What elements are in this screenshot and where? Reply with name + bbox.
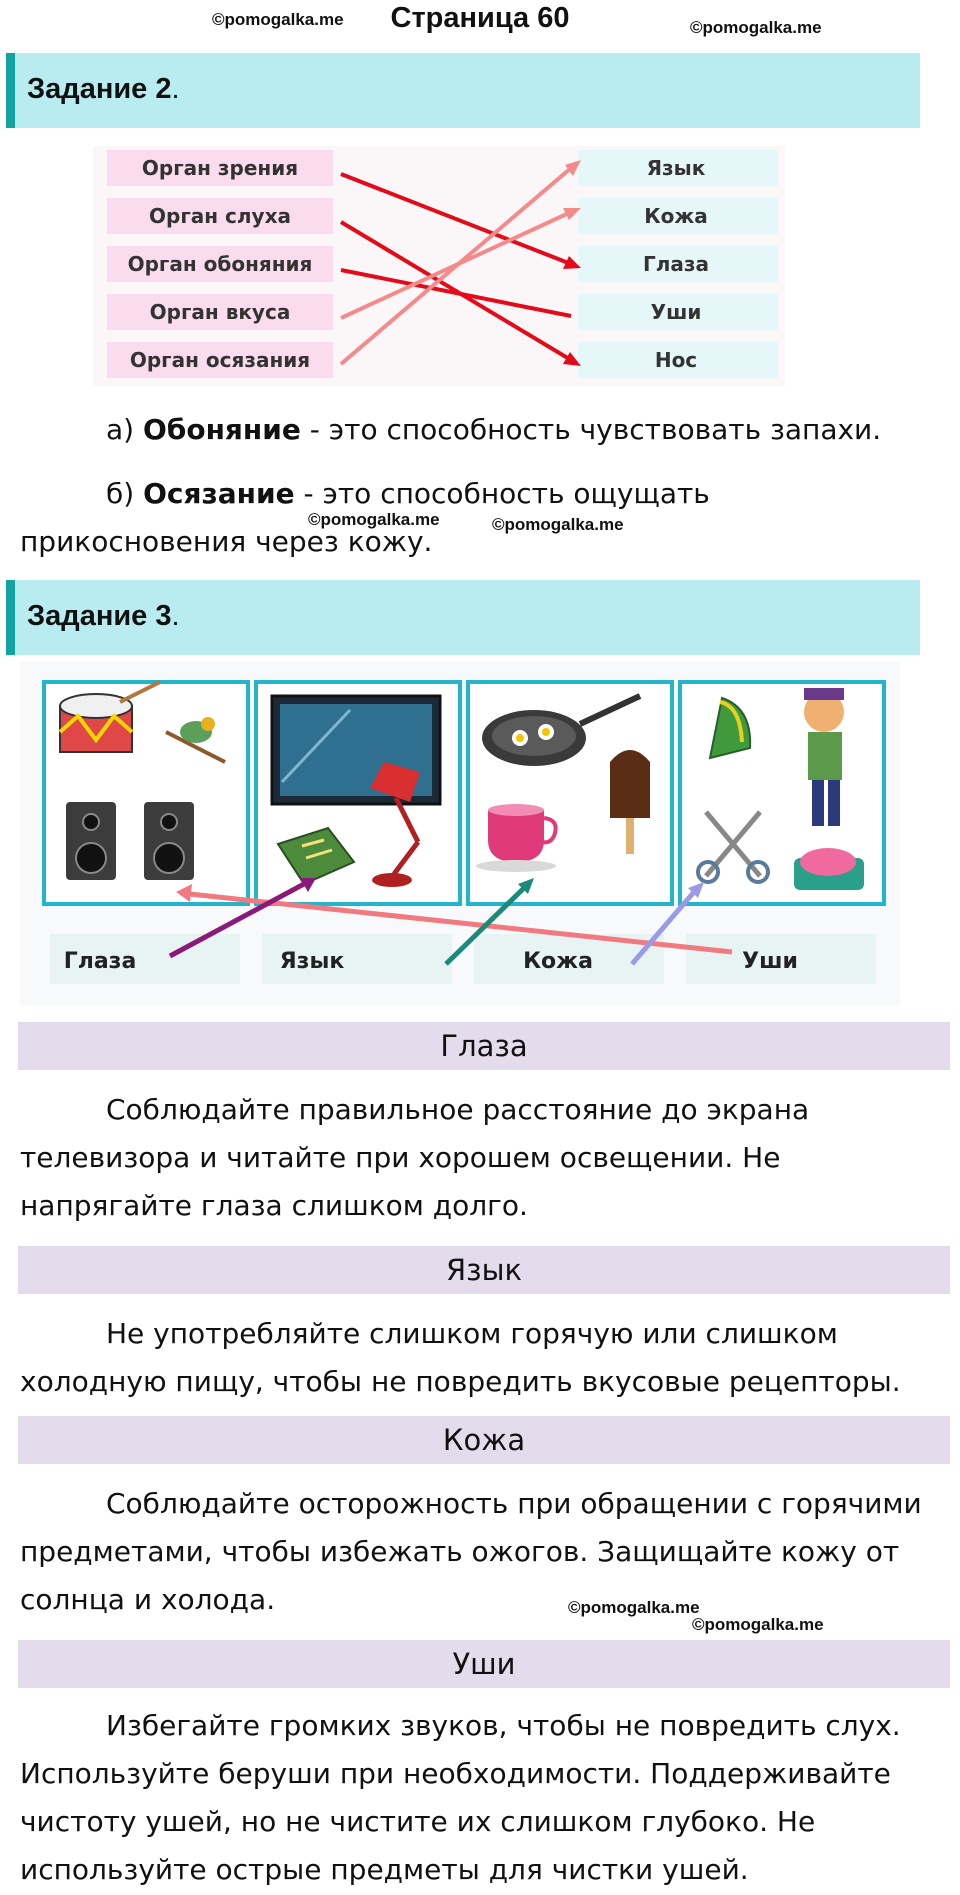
section-eyes-title: Глаза [18,1022,950,1070]
section-ears-title: Уши [18,1640,950,1688]
bird-icon [165,717,226,764]
left-label-box [107,246,333,282]
arrow-head [563,256,581,269]
right-label-box [578,294,778,330]
left-label-sight: Орган зрения [142,156,298,180]
label-strip [50,934,240,984]
ice-cream-icon [610,750,650,854]
arrow-touch-to-skin [339,166,573,366]
arrow-skin-to-taste [444,886,526,966]
scissors-icon [696,810,770,884]
right-label-skin: Кожа [644,204,708,228]
watermark: ©pomogalka.me [692,1615,824,1634]
matching-diagram: Орган зрения Орган слуха Орган обоняния … [93,146,785,386]
soap-icon [794,848,864,890]
left-label-taste: Орган вкуса [150,300,291,324]
section-skin-title: Кожа [18,1416,950,1464]
right-label-box [578,342,778,378]
arrow-head [300,878,316,892]
definition-text: - это способность чувствовать запахи. [300,413,882,446]
picture-label-eyes: Глаза [64,949,137,974]
task-3-dot: . [171,600,180,632]
arrow-ears-to-touch [630,890,696,966]
arrow-sight-to-eyes [340,172,572,266]
watermark: ©pomogalka.me [690,18,822,37]
picture-arrows [168,878,733,966]
frying-pan-icon [482,693,642,766]
left-label-box [107,150,333,186]
left-label-box [107,294,333,330]
right-labels: Язык Кожа Глаза Уши Нос [578,150,778,378]
right-label-box [578,198,778,234]
speaker-icon [144,802,194,880]
left-label-hearing: Орган слуха [149,204,291,228]
iron-icon [708,696,752,760]
sense-pictures: Глаза Язык Кожа Уши [20,662,900,1005]
definition-prefix: а) [106,413,143,446]
section-tongue-title: Язык [18,1246,950,1294]
right-label-ears: Уши [651,300,702,324]
definition-text: - это способность ощущать прикосновения … [20,477,710,558]
arrow-ears-to-hearing [189,891,733,955]
arrow-head [176,884,192,902]
picture-label-ears: Уши [742,949,798,974]
right-label-eyes: Глаза [643,252,709,276]
arrow-hearing-to-ears [340,268,572,318]
book-icon [276,826,356,886]
drum-icon [58,680,161,753]
right-label-nose: Нос [655,348,697,372]
section-tongue-text: Не употребляйте слишком горячую или слиш… [20,1317,901,1398]
definition-prefix: б) [106,477,144,510]
arrow-head [688,882,704,898]
label-strip [686,934,876,984]
left-label-box [107,342,333,378]
section-eyes-text: Соблюдайте правильное расстояние до экра… [20,1093,810,1222]
task-2-label: Задание 2 [27,73,172,105]
left-labels: Орган зрения Орган слуха Орган обоняния … [107,150,333,378]
definition-term: Обоняние [142,413,301,446]
definition-smell: а) Обоняние - это способность чувствоват… [20,406,940,454]
left-label-box [107,198,333,234]
right-label-tongue: Язык [647,156,706,180]
left-label-touch: Орган осязания [130,348,310,372]
arrow-head [563,208,581,220]
picture-label-tongue: Язык [280,949,345,974]
picture-label-skin: Кожа [523,949,593,974]
arrow-head [563,352,581,366]
definition-touch: б) Осязание - это способность ощущать пр… [20,470,940,566]
task-3-header: Задание 3. [6,580,920,655]
watermark: ©pomogalka.me [568,1598,700,1617]
watermark: ©pomogalka.me [308,510,440,529]
cup-icon [476,804,558,872]
section-skin-text: Соблюдайте осторожность при обращении с … [20,1487,922,1616]
tv-icon [270,694,442,806]
page-title: Страница 60 [390,2,570,34]
definition-term: Осязание [143,477,295,510]
task-2-header: Задание 2. [6,53,920,128]
watermark: ©pomogalka.me [492,515,624,534]
lamp-icon [370,762,421,887]
boy-icon [804,688,844,826]
matching-arrows [339,160,581,366]
right-label-box [578,150,778,186]
left-label-smell: Орган обоняния [128,252,313,276]
arrow-head [565,160,581,176]
task-3-label: Задание 3 [27,600,172,632]
task-2-dot: . [171,73,180,105]
speaker-icon [66,802,116,880]
label-strip [262,934,452,984]
right-label-box [578,246,778,282]
arrow-eyes-to-sight [168,881,306,959]
watermark: ©pomogalka.me [212,10,344,29]
section-ears-text: Избегайте громких звуков, чтобы не повре… [20,1709,901,1886]
arrow-head [518,878,534,894]
